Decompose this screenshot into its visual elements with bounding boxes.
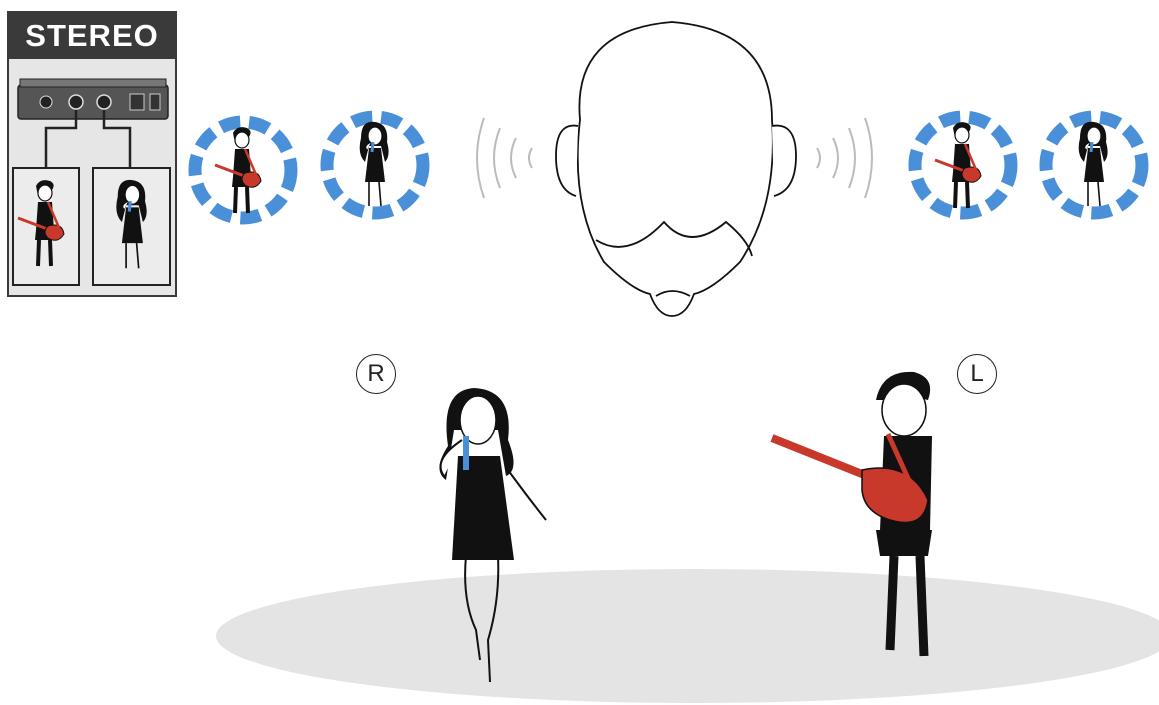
ring-guitarist-left bbox=[195, 122, 291, 218]
listener-head-icon bbox=[556, 22, 796, 316]
right-channel-marker: R bbox=[356, 354, 396, 394]
ring-singer-left bbox=[327, 117, 423, 213]
audio-interface-icon bbox=[18, 79, 168, 119]
ring-guitarist-right bbox=[915, 117, 1011, 213]
stage-floor bbox=[216, 569, 1159, 703]
left-channel-marker: L bbox=[957, 354, 997, 394]
ring-singer-right bbox=[1046, 117, 1142, 213]
